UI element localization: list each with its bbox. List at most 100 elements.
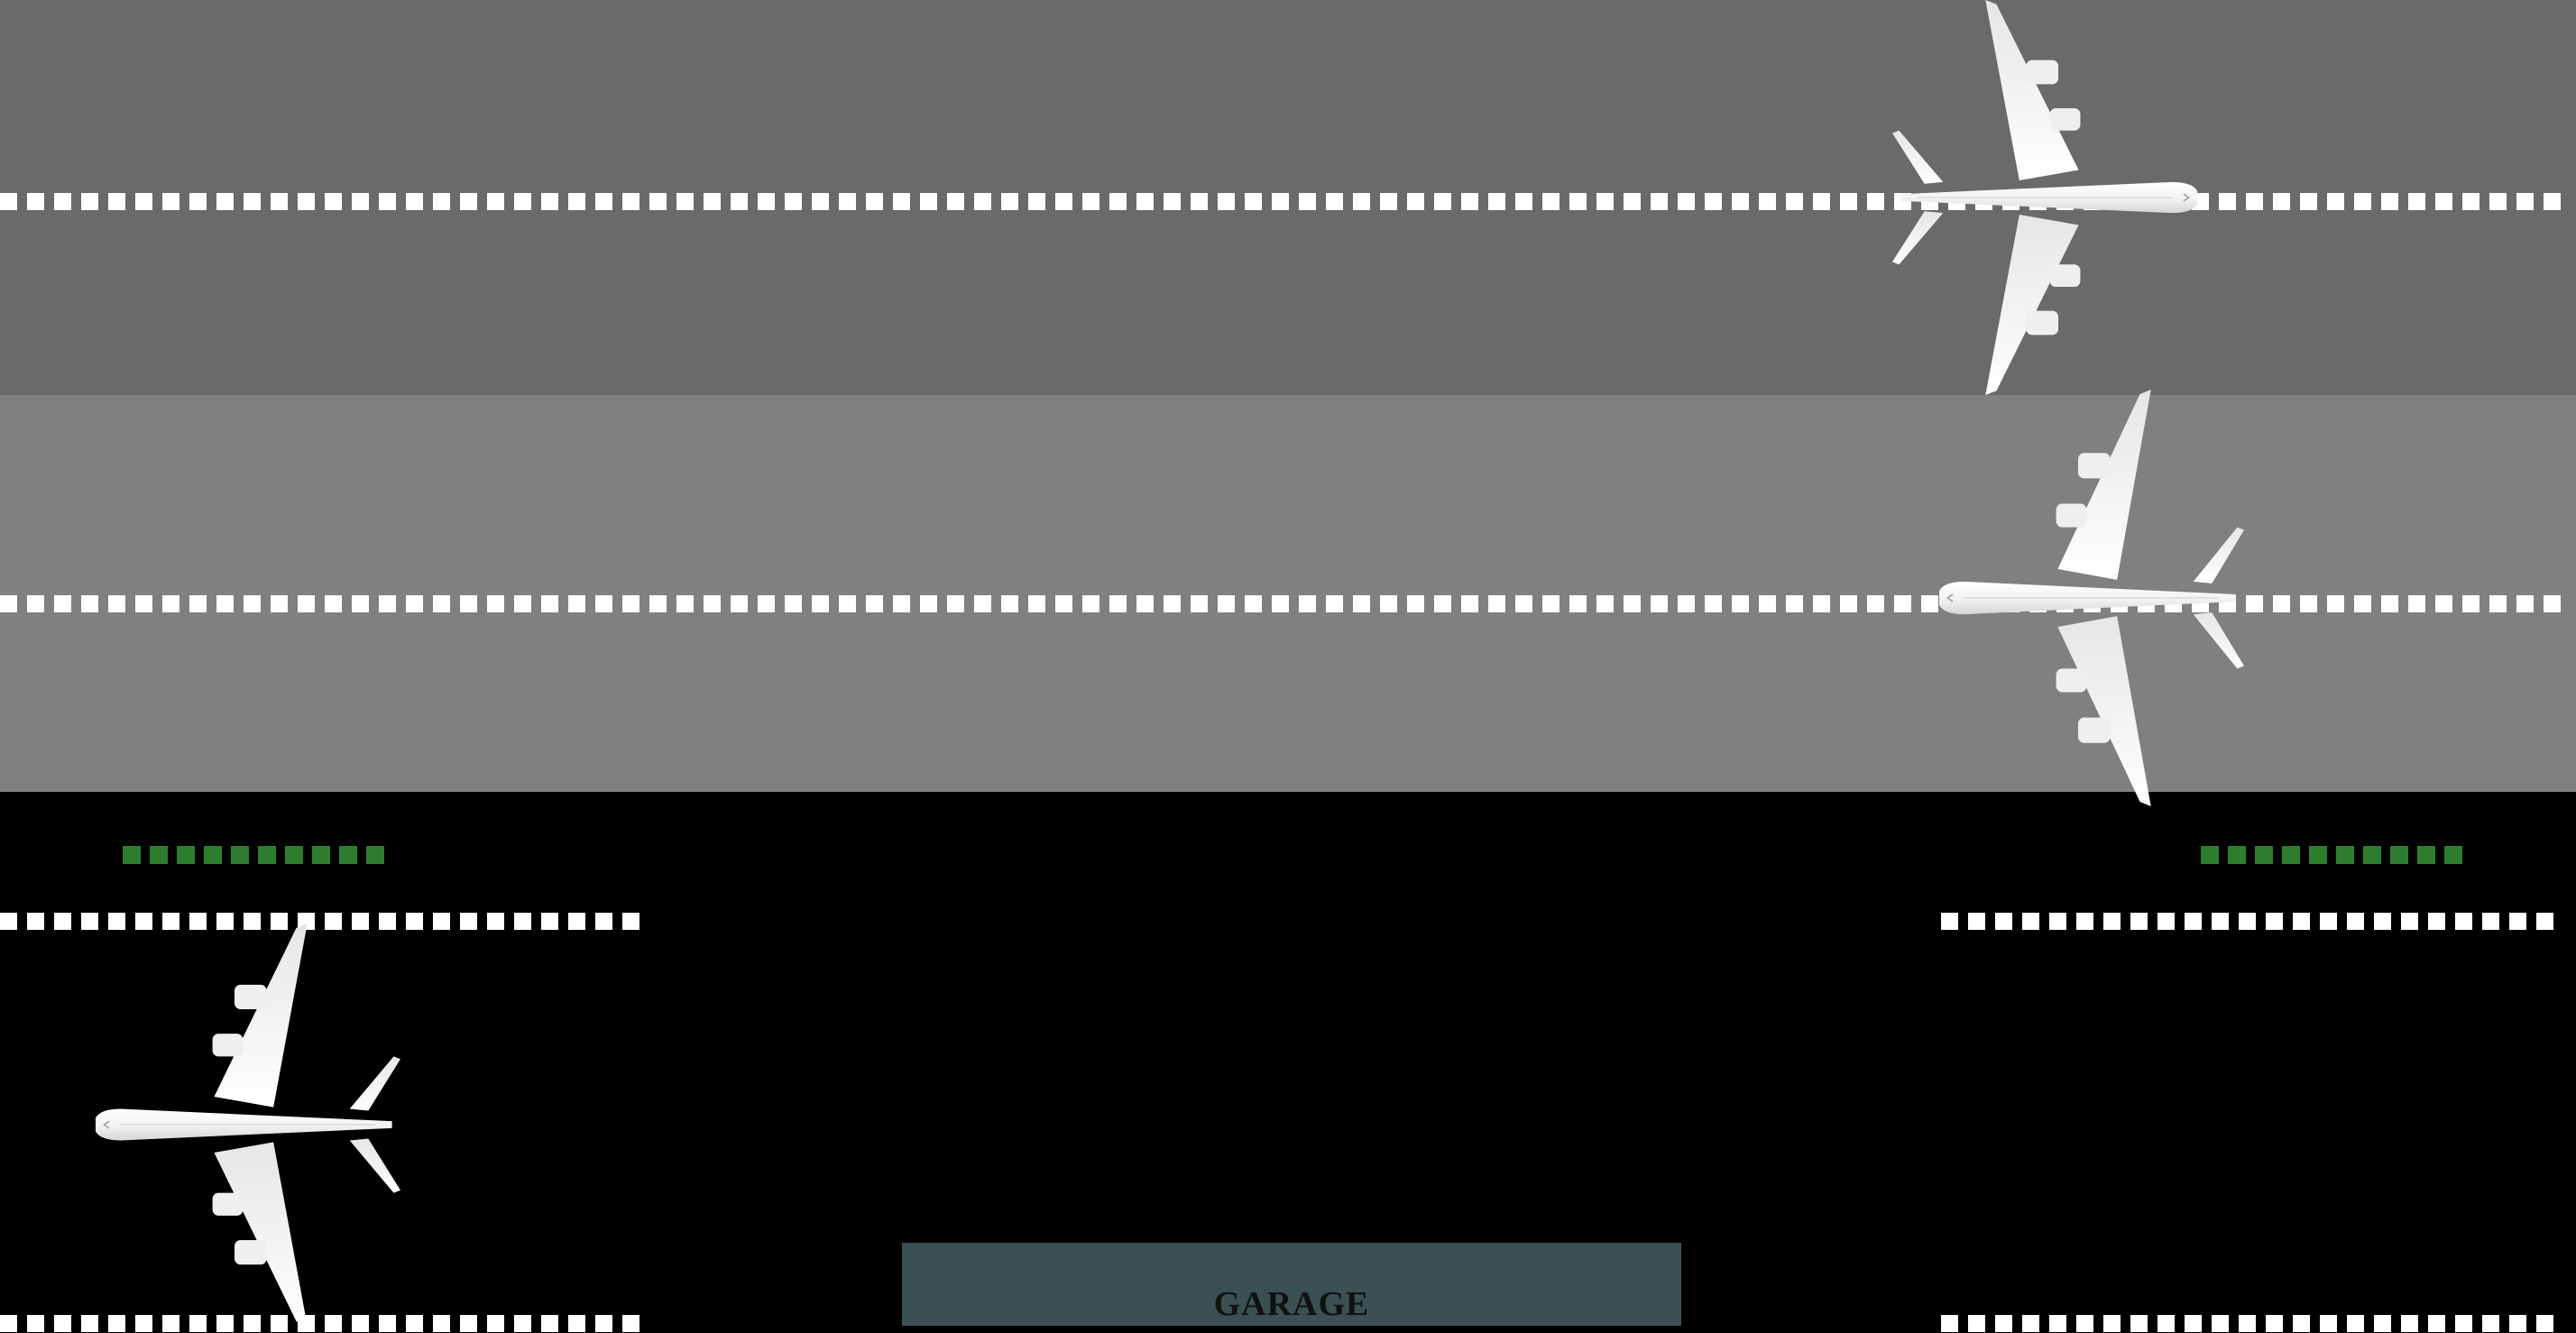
green-edge-light — [2390, 846, 2408, 864]
runway-centerline-dash — [1840, 193, 1857, 210]
runway-centerline-dash — [2401, 1315, 2418, 1332]
runway-centerline-dash — [514, 913, 531, 930]
runway-centerline-dash — [2212, 913, 2229, 930]
runway-centerline-dash — [2219, 193, 2236, 210]
runway-centerline-dash — [1813, 193, 1830, 210]
taxiway-right-upper-line — [1941, 913, 2576, 931]
runway-centerline-dash — [1995, 913, 2012, 930]
runway-centerline-dash — [676, 193, 694, 210]
runway-centerline-dash — [1191, 595, 1208, 612]
taxiway-left-upper-line — [0, 913, 646, 931]
runway-centerline-dash — [2408, 595, 2425, 612]
runway-centerline-dash — [406, 595, 423, 612]
runway-centerline-dash — [2435, 193, 2452, 210]
runway-centerline-dash — [1461, 595, 1478, 612]
runway-centerline-dash — [893, 595, 910, 612]
runway-centerline-dash — [433, 193, 450, 210]
runway-centerline-dash — [2049, 1315, 2066, 1332]
runway-centerline-dash — [244, 913, 261, 930]
runway-centerline-dash — [1488, 595, 1505, 612]
runway-centerline-dash — [595, 913, 612, 930]
runway-centerline-dash — [1028, 595, 1045, 612]
runway-centerline-dash — [406, 193, 423, 210]
runway-centerline-dash — [568, 193, 585, 210]
runway-centerline-dash — [758, 595, 775, 612]
runway-centerline-dash — [1759, 193, 1776, 210]
garage-building[interactable]: GARAGE — [902, 1243, 1681, 1326]
runway-centerline-dash — [649, 193, 667, 210]
green-edge-light — [2363, 846, 2381, 864]
runway-centerline-dash — [325, 193, 342, 210]
runway-centerline-dash — [2103, 1315, 2121, 1332]
green-edge-light — [2417, 846, 2435, 864]
runway-centerline-dash — [2435, 595, 2452, 612]
runway-centerline-dash — [1596, 193, 1614, 210]
runway-centerline-dash — [785, 595, 802, 612]
runway-centerline-dash — [1299, 595, 1316, 612]
runway-centerline-dash — [2401, 913, 2418, 930]
runway-centerline-dash — [568, 913, 585, 930]
runway-middle-centerline — [0, 595, 2576, 613]
runway-centerline-dash — [676, 595, 694, 612]
runway-centerline-dash — [2320, 913, 2337, 930]
runway-centerline-dash — [2347, 913, 2364, 930]
runway-centerline-dash — [2408, 193, 2425, 210]
runway-centerline-dash — [27, 595, 44, 612]
runway-centerline-dash — [812, 595, 829, 612]
runway-centerline-dash — [2246, 193, 2263, 210]
runway-centerline-dash — [2327, 595, 2344, 612]
runway-centerline-dash — [622, 595, 639, 612]
green-edge-light — [2309, 846, 2327, 864]
runway-centerline-dash — [0, 193, 17, 210]
runway-centerline-dash — [1515, 193, 1532, 210]
runway-centerline-dash — [1732, 595, 1749, 612]
runway-centerline-dash — [1596, 595, 1614, 612]
runway-centerline-dash — [1651, 193, 1668, 210]
runway-centerline-dash — [541, 595, 558, 612]
runway-centerline-dash — [2516, 193, 2534, 210]
garage-label: GARAGE — [1213, 1285, 1370, 1323]
runway-centerline-dash — [920, 193, 937, 210]
runway-centerline-dash — [1542, 193, 1559, 210]
runway-centerline-dash — [1299, 193, 1316, 210]
runway-centerline-dash — [2374, 1315, 2391, 1332]
runway-centerline-dash — [514, 1315, 531, 1332]
green-edge-light — [231, 846, 249, 864]
runway-centerline-dash — [1840, 595, 1857, 612]
runway-centerline-dash — [108, 595, 125, 612]
runway-centerline-dash — [514, 595, 531, 612]
runway-centerline-dash — [54, 595, 71, 612]
runway-centerline-dash — [2536, 1315, 2553, 1332]
runway-centerline-dash — [2428, 913, 2445, 930]
runway-centerline-dash — [2354, 595, 2371, 612]
runway-centerline-dash — [216, 193, 234, 210]
runway-centerline-dash — [2462, 193, 2479, 210]
runway-centerline-dash — [2266, 1315, 2283, 1332]
runway-centerline-dash — [189, 595, 207, 612]
airplane-icon[interactable] — [96, 924, 400, 1326]
runway-centerline-dash — [1055, 193, 1072, 210]
runway-centerline-dash — [1407, 595, 1424, 612]
runway-centerline-dash — [2320, 1315, 2337, 1332]
runway-centerline-dash — [1542, 595, 1559, 612]
runway-centerline-dash — [189, 193, 207, 210]
runway-centerline-dash — [2076, 913, 2093, 930]
runway-centerline-dash — [1488, 193, 1505, 210]
runway-centerline-dash — [54, 193, 71, 210]
runway-centerline-dash — [1461, 193, 1478, 210]
runway-centerline-dash — [2300, 595, 2317, 612]
runway-centerline-dash — [514, 193, 531, 210]
runway-centerline-dash — [0, 595, 17, 612]
airplane-icon[interactable] — [1892, 0, 2197, 395]
runway-centerline-dash — [2428, 1315, 2445, 1332]
runway-centerline-dash — [595, 193, 612, 210]
runway-centerline-dash — [1921, 595, 1938, 612]
runway-centerline-dash — [1968, 913, 1985, 930]
runway-centerline-dash — [54, 913, 71, 930]
runway-centerline-dash — [893, 193, 910, 210]
runway-centerline-dash — [81, 595, 98, 612]
runway-centerline-dash — [2462, 595, 2479, 612]
green-edge-light — [123, 846, 141, 864]
runway-centerline-dash — [81, 193, 98, 210]
airplane-icon[interactable] — [1939, 390, 2244, 806]
